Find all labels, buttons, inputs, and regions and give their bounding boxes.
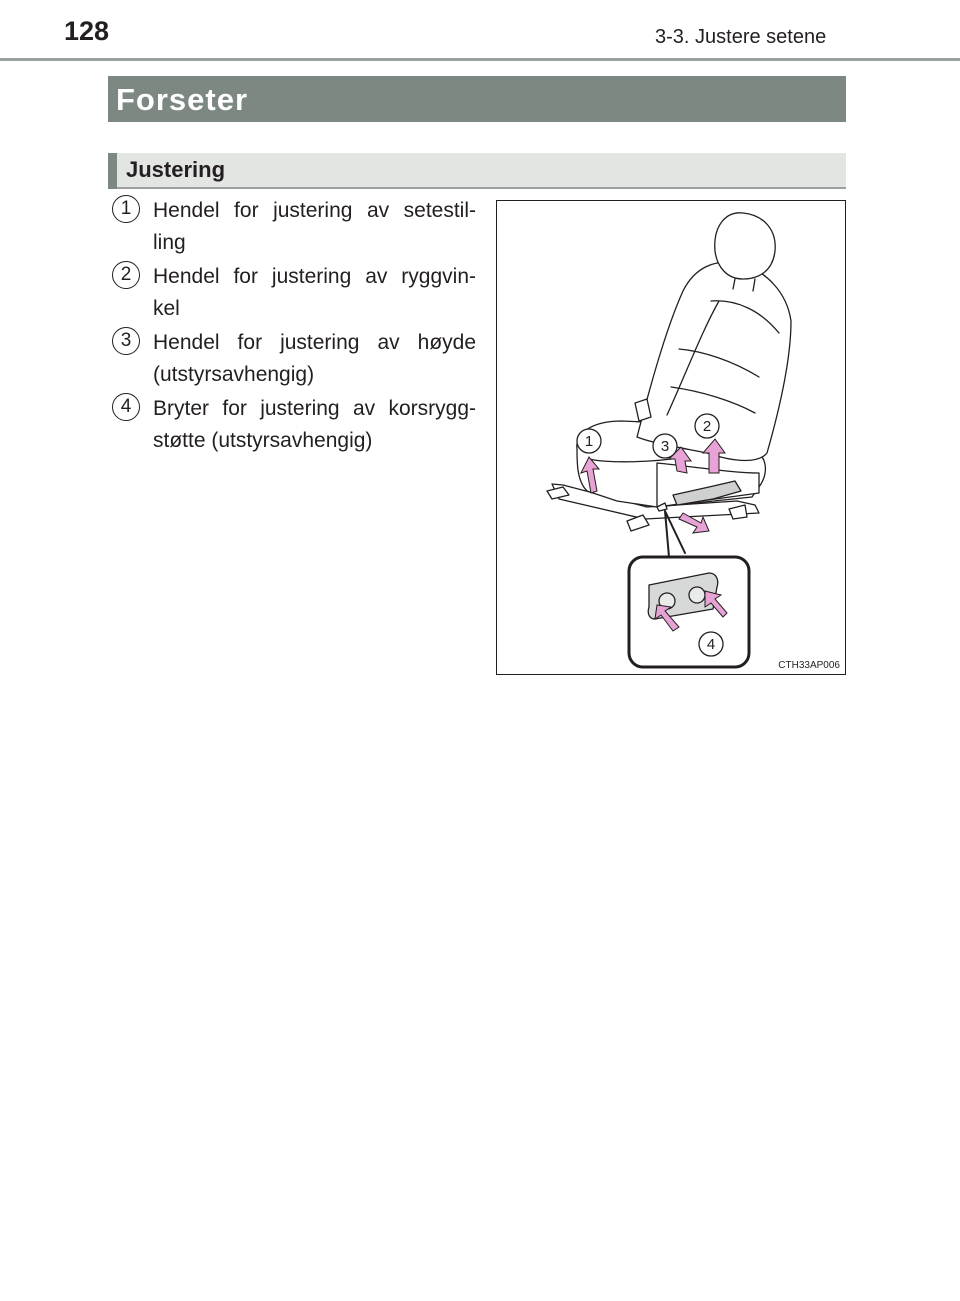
list-item: 1 Hendel for justering av setestil- ling [112,195,476,259]
section-title: Forseter [116,82,249,117]
item-number: 2 [112,261,140,289]
backrest-seam-lower [670,348,760,414]
arrow-lumbar-rear [704,590,728,618]
chapter-title: 3-3. Justere setene [655,26,827,48]
lumbar-switch-small [656,502,668,512]
seat-lever-recline [672,480,742,506]
arrow-slide [580,456,601,494]
subsection-accent [108,153,117,189]
page-number: 128 [64,16,110,46]
callout-circle [652,433,678,459]
belt-buckle [634,398,652,422]
callout-4: 4 [707,636,715,653]
seat-illustration: 1 2 3 4 CTH33AP006 [496,200,846,675]
list-item: 2 Hendel for justering av ryggvin- kel [112,261,476,325]
callout-3: 3 [661,438,669,455]
item-number: 3 [112,327,140,355]
item-text: Bryter for justering av korsrygg- støtte… [153,397,476,452]
item-number: 4 [112,393,140,421]
callout-1: 1 [585,433,593,450]
item-number: 1 [112,195,140,223]
lumbar-button-rear [688,586,706,604]
item-text: Hendel for justering av setestil- ling [153,199,476,254]
figure-code: CTH33AP006 [778,660,840,671]
arrow-recline [701,438,726,474]
backrest-seam [666,300,780,416]
seat-headrest [714,212,776,280]
item-text: Hendel for justering av ryggvin- kel [153,265,476,320]
subsection-title: Justering [126,157,226,182]
list-item: 3 Hendel for justering av høyde (utstyrs… [112,327,476,391]
list-item: 4 Bryter for justering av korsrygg- støt… [112,393,476,457]
rail-foot-right [728,504,748,520]
inset-leader [664,510,686,558]
section-bar [108,76,846,122]
rail-foot-center [626,514,650,532]
callout-circle [694,413,720,439]
arrow-down [678,512,710,534]
callout-circle [576,428,602,454]
subsection-bar [108,153,846,189]
headrest-posts [732,278,756,292]
header-rule [0,58,960,61]
callout-2: 2 [703,418,711,435]
arrow-lumbar-front [654,604,680,632]
rail-foot-left [546,486,570,500]
item-text: Hendel for justering av høyde (utstyrsav… [153,331,476,386]
callout-circle [698,631,724,657]
seat-drawing: 1 2 3 4 [546,212,792,669]
arrows [580,438,728,632]
